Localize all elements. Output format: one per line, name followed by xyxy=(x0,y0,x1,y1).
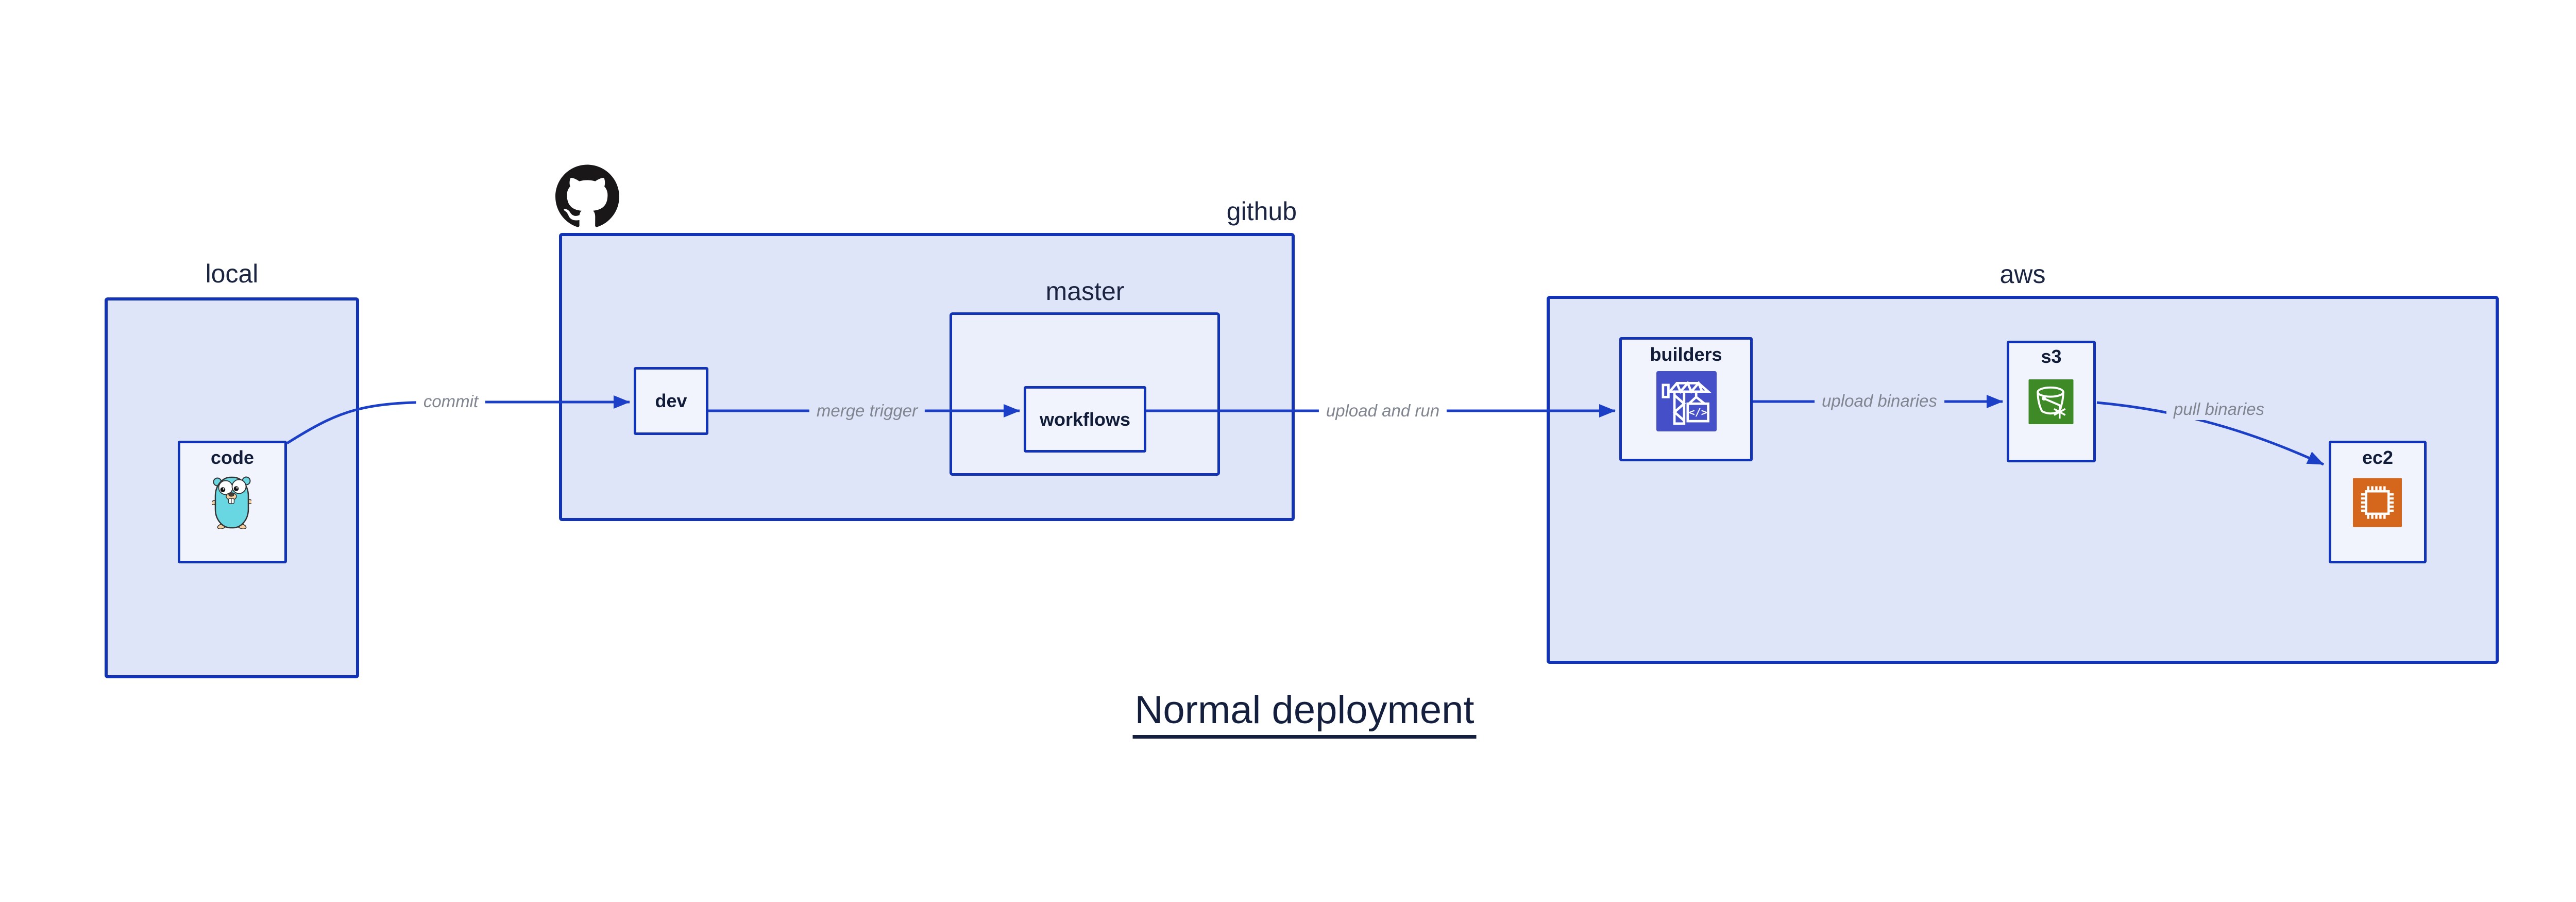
construction-crane-icon: </> xyxy=(1656,371,1717,431)
svg-text:</>: </> xyxy=(1689,407,1707,419)
cpu-chip-icon xyxy=(2353,478,2402,527)
dev-node xyxy=(634,367,708,435)
dev-node-label: dev xyxy=(655,390,687,411)
builders-node-label: builders xyxy=(1650,344,1722,365)
edge-label-commit: commit xyxy=(416,391,486,412)
edge-label-upload-and-run: upload and run xyxy=(1318,400,1447,422)
code-node-label: code xyxy=(210,447,255,468)
go-gopher-icon xyxy=(212,475,251,529)
edge-label-upload-binaries: upload binaries xyxy=(1815,390,1944,412)
workflows-node xyxy=(1024,386,1146,453)
s3-node xyxy=(2007,341,2096,462)
ec2-node-label: ec2 xyxy=(2362,447,2394,468)
aws-container-label: aws xyxy=(1999,260,2046,289)
github-container-label: github xyxy=(1226,197,1297,226)
edge-pull-binaries-arrow xyxy=(2096,401,2325,466)
workflows-node-label: workflows xyxy=(1039,409,1131,430)
s3-bucket-icon xyxy=(2028,379,2074,424)
master-container-label: master xyxy=(1045,277,1125,306)
edge-label-pull-binaries: pull binaries xyxy=(2166,398,2272,420)
s3-node-label: s3 xyxy=(2041,346,2062,367)
builders-node xyxy=(1619,337,1753,461)
local-container-label: local xyxy=(205,259,259,288)
github-logo-icon xyxy=(555,164,619,228)
diagram-title: Normal deployment xyxy=(1132,690,1477,739)
edge-label-merge-trigger: merge trigger xyxy=(809,400,925,422)
